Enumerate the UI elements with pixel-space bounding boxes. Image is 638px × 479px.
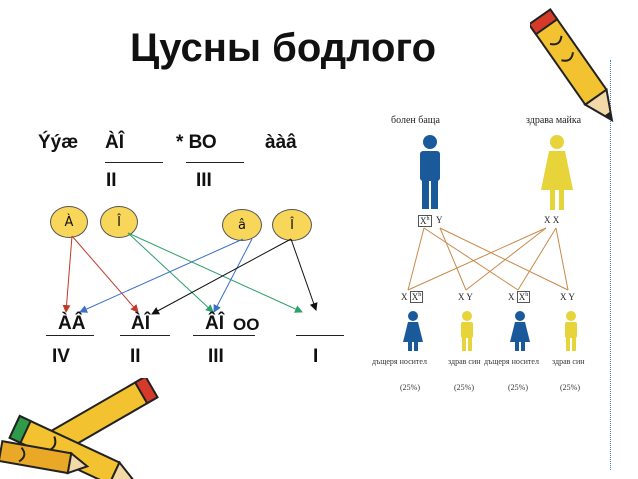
child-2-genotype: X Y xyxy=(458,292,473,302)
row1-cross: * ВО xyxy=(176,132,217,153)
child-1-label: дъщеря носител xyxy=(372,357,427,366)
offspring-1: ÀÂ xyxy=(58,313,86,334)
offspring-line-3 xyxy=(193,335,255,336)
inheritance-diagram: болен баща здрава майка Xh Y X X X xyxy=(372,102,604,402)
cross-lines xyxy=(407,227,569,291)
child-4-pct: (25%) xyxy=(560,383,580,392)
arrow-o-to-oo xyxy=(127,232,303,313)
arrow-o-to-bo xyxy=(127,232,214,313)
child-4-label: здрав син xyxy=(552,357,585,366)
blood-group-2: II xyxy=(130,346,141,367)
offspring-line-1 xyxy=(46,335,94,336)
row2-group-b: III xyxy=(196,170,212,191)
pencils-bottom-left-icon xyxy=(0,378,159,479)
gamete-oval-2: Î xyxy=(100,206,138,238)
page-title: Цусны бодлого xyxy=(130,26,437,70)
arrow-a-to-ao xyxy=(71,235,139,313)
child-1-pct: (25%) xyxy=(400,383,420,392)
row1-father-genotype: ÀÎ xyxy=(105,132,124,153)
blood-group-4: I xyxy=(313,346,319,367)
child-3-genotype: X Xh xyxy=(508,291,531,303)
father-icon xyxy=(420,135,440,209)
father-y: Y xyxy=(436,215,443,225)
gamete-oval-1: À xyxy=(50,206,88,238)
mother-genotype: X X xyxy=(544,215,560,225)
daughter-carrier-icon xyxy=(403,311,423,351)
mother-icon xyxy=(541,135,573,210)
child-3-label: дъщеря носител xyxy=(484,357,539,366)
arrow-o2-to-oo xyxy=(290,238,318,311)
offspring-3: ÂÎ xyxy=(205,313,224,334)
underline-1 xyxy=(105,162,163,163)
offspring-2: ÀÎ xyxy=(131,313,150,334)
mother-label: здрава майка xyxy=(526,115,582,126)
child-3-pct: (25%) xyxy=(508,383,528,392)
arrow-o2-to-ao xyxy=(151,238,292,315)
underline-2 xyxy=(186,162,244,163)
child-4-genotype: X Y xyxy=(560,292,575,302)
row1-prefix: Ýýæ xyxy=(38,132,79,153)
healthy-son-icon-2 xyxy=(565,311,577,351)
row1-mother-genotype: ààâ xyxy=(265,132,297,153)
arrow-a-to-ab xyxy=(62,235,73,313)
daughter-carrier-icon-2 xyxy=(510,311,530,351)
row2-group-a: II xyxy=(106,170,117,191)
arrow-b-to-bo xyxy=(213,238,253,313)
right-border-decoration xyxy=(610,60,611,470)
blood-group-1: IV xyxy=(52,346,70,367)
child-2-pct: (25%) xyxy=(454,383,474,392)
father-x-box: Xh xyxy=(418,215,432,227)
offspring-line-2 xyxy=(120,335,170,336)
healthy-son-icon xyxy=(461,311,473,351)
father-label: болен баща xyxy=(391,115,440,126)
blood-group-3: III xyxy=(208,346,224,367)
offspring-3b: ОО xyxy=(233,315,260,334)
child-1-genotype: X Xh xyxy=(401,291,424,303)
child-2-label: здрав син xyxy=(448,357,481,366)
pencil-top-right-icon xyxy=(530,8,614,123)
arrow-b-to-ab xyxy=(79,238,244,313)
gamete-oval-3: â xyxy=(222,209,262,241)
offspring-line-4 xyxy=(296,335,344,336)
